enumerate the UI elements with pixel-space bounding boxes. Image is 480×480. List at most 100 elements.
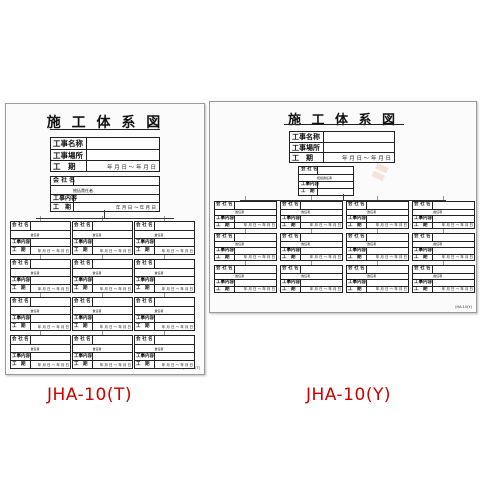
subcontractor-row: 工 期年 月 日 ～ 年 月 日	[73, 360, 132, 369]
subcontractor-row: 会 社 名	[73, 298, 132, 306]
subcontractor-row: 責任者	[11, 344, 70, 353]
subcontractor-row: 工事内容	[11, 352, 70, 361]
responsible-sub-label: 責任者	[92, 232, 102, 237]
company-row: 会 社 名	[51, 177, 159, 185]
subcontractor-row: 工 期年 月 日 ～ 年 月 日	[413, 253, 474, 261]
title-underline	[50, 129, 160, 130]
subcontractor-row: 工事内容	[73, 314, 132, 323]
responsible-sub-label: 責任者	[433, 274, 443, 279]
tree-connector	[310, 228, 312, 233]
subcontractor-row: 責任者	[73, 230, 132, 239]
tree-connector	[163, 254, 165, 259]
tree-connector	[39, 292, 41, 297]
subcontractor-row: 工 期年 月 日 ～ 年 月 日	[73, 322, 132, 331]
subcontractor-row: 工事内容	[11, 276, 70, 285]
subcontractor-period: 年 月 日 ～ 年 月 日	[309, 223, 341, 228]
subcontractor-label: 工 期	[215, 254, 236, 261]
responsible-sub-label: 責任者	[92, 308, 102, 313]
responsible-sub-label: 責任者	[235, 242, 245, 247]
subcontractor-label: 工事内容	[73, 353, 93, 361]
tree-connector	[442, 228, 444, 233]
responsible-sub-label: 責任者	[301, 274, 311, 279]
subcontractor-label: 会 社 名	[347, 202, 368, 209]
board-code: JHA-10(Y)	[455, 305, 472, 309]
subcontractor-row: 工 期年 月 日 ～ 年 月 日	[347, 221, 408, 229]
tree-connector	[163, 330, 165, 335]
responsible-sub-label: 統括責任者	[317, 176, 333, 180]
subcontractor-box: 会 社 名責任者工事内容工 期年 月 日 ～ 年 月 日	[346, 265, 409, 293]
subcontractor-box: 会 社 名責任者工事内容工 期年 月 日 ～ 年 月 日	[214, 233, 277, 261]
subcontractor-row: 責任者	[73, 306, 132, 315]
subcontractor-row: 責任者	[215, 240, 276, 249]
subcontractor-row: 工 期年 月 日 ～ 年 月 日	[281, 253, 342, 261]
subcontractor-label: 会 社 名	[215, 266, 236, 273]
subcontractor-label: 工事内容	[414, 216, 434, 223]
subcontractor-period: 年 月 日 ～ 年 月 日	[99, 324, 131, 329]
subcontractor-label: 工 期	[215, 222, 236, 229]
tree-connector	[244, 228, 246, 233]
responsible-sub-label: 責任者	[367, 210, 377, 215]
project-location-row: 工事場所	[51, 149, 159, 161]
subcontractor-row: 工 期 年 月 日 ～ 年 月 日	[215, 253, 276, 261]
project-period-value: 年 月 日 ～ 年 月 日	[107, 164, 156, 171]
subcontractor-row: 会 社 名	[73, 222, 132, 230]
subcontractor-row: 工事内容	[11, 238, 70, 247]
subcontractor-row: 責任者	[73, 268, 132, 277]
responsible-sub-label: 責任者	[301, 242, 311, 247]
subcontractor-box: 会 社 名責任者工事内容工 期年 月 日 ～ 年 月 日	[280, 233, 343, 261]
subcontractor-row: 工 期年 月 日 ～ 年 月 日	[413, 285, 474, 293]
subcontractor-row: 会 社 名	[11, 336, 70, 344]
subcontractor-box: 会 社 名責任者工事内容工 期年 月 日 ～ 年 月 日	[280, 201, 343, 229]
subcontractor-period: 年 月 日 ～ 年 月 日	[441, 223, 473, 228]
subcontractor-label: 工 期	[281, 222, 302, 229]
subcontractor-label: 会 社 名	[413, 234, 434, 241]
subcontractor-box: 会 社 名責任者工事内容工 期年 月 日 ～ 年 月 日	[134, 259, 195, 293]
subcontractor-period: 年 月 日 ～ 年 月 日	[99, 286, 131, 291]
subcontractor-label: 会 社 名	[135, 336, 155, 344]
project-name-label: 工事名称	[51, 138, 87, 149]
subcontractor-label: 会 社 名	[73, 260, 93, 268]
subcontractor-label: 会 社 名	[413, 266, 434, 273]
model-caption-right: JHA-10(Y)	[306, 385, 391, 405]
subcontractor-label: 工事内容	[135, 315, 155, 323]
subcontractor-label: 工 期	[73, 247, 93, 255]
tree-connector	[39, 330, 41, 335]
subcontractor-row: 責任者	[281, 272, 342, 281]
subcontractor-row: 会 社 名	[135, 336, 194, 344]
subcontractor-label: 会 社 名	[11, 298, 31, 306]
subcontractor-label: 工事内容	[11, 239, 31, 247]
subcontractor-label: 工 期	[215, 286, 236, 293]
responsible-sub-label: 責任者	[433, 210, 443, 215]
subcontractor-row: 工 期年 月 日 ～ 年 月 日	[413, 221, 474, 229]
subcontractor-row: 工事内容	[135, 276, 194, 285]
subcontractor-row: 責任者	[347, 208, 408, 217]
subcontractor-period: 年 月 日 ～ 年 月 日	[243, 255, 275, 260]
subcontractor-row: 工 期年 月 日 ～ 年 月 日	[135, 322, 194, 331]
subcontractor-row: 工事内容	[135, 314, 194, 323]
tree-connector	[244, 260, 246, 265]
responsible-sub-label: 統括責任者	[73, 188, 93, 193]
subcontractor-row: 責任者	[347, 240, 408, 249]
subcontractor-row: 会 社 名	[413, 202, 474, 209]
subcontractor-period: 年 月 日 ～ 年 月 日	[99, 362, 131, 367]
subcontractor-row: 工 期年 月 日 ～ 年 月 日	[73, 246, 132, 255]
subcontractor-row: 工 期年 月 日 ～ 年 月 日	[11, 322, 70, 331]
watermark: ▮▮	[366, 159, 392, 184]
tree-connector	[104, 210, 105, 218]
prime-period-row: 工 期 年 月 日 ～ 年 月 日	[51, 202, 159, 212]
subcontractor-label: 工 期	[11, 323, 31, 331]
tree-connector	[101, 292, 103, 297]
board-title: 施 工 体 系 図	[287, 113, 399, 128]
subcontractor-row: 会 社 名	[281, 266, 342, 273]
subcontractor-box: 会 社 名責任者工事内容工 期年 月 日 ～ 年 月 日	[214, 201, 277, 229]
sign-board-jha-10-t: 施 工 体 系 図 工事名称 工事場所 工 期 年 月 日 ～ 年 月 日 会 …	[5, 103, 205, 375]
work-content-row: 工事内容	[51, 194, 159, 203]
subcontractor-label: 会 社 名	[281, 266, 302, 273]
responsible-sub-label: 責任者	[30, 270, 40, 275]
subcontractor-row: 責任者	[135, 344, 194, 353]
subcontractor-row: 工 期年 月 日 ～ 年 月 日	[11, 246, 70, 255]
subcontractor-label: 工 期	[11, 285, 31, 293]
subcontractor-label: 工 期	[11, 247, 31, 255]
subcontractor-row: 工 期年 月 日 ～ 年 月 日	[135, 284, 194, 293]
subcontractor-row: 工 期年 月 日 ～ 年 月 日	[215, 285, 276, 293]
